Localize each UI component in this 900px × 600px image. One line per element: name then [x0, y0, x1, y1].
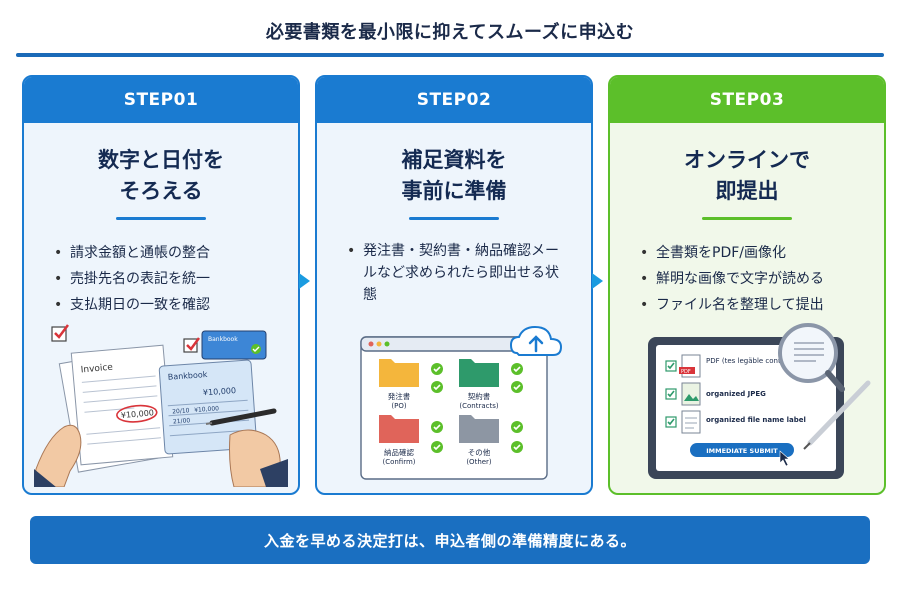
step-title-line: 即提出 — [715, 179, 779, 203]
folders-window-illustration: 発注書 (PO) 契約書 (Contracts) 納品確認 (Confirm) … — [360, 325, 563, 480]
invoice-label: Invoice — [80, 363, 113, 376]
step-title-line: そろえる — [119, 179, 203, 203]
step-bullets: 全書類をPDF/画像化 鮮明な画像で文字が読める ファイル名を整理して提出 — [640, 240, 884, 318]
stylus-icon — [803, 380, 871, 450]
footer-banner: 入金を早める決定打は、申込者側の準備精度にある。 — [30, 516, 870, 564]
pen-icon — [205, 408, 277, 426]
check-box-icon — [665, 416, 677, 428]
folder-icon — [459, 359, 499, 387]
step-card-1: STEP01 数字と日付を そろえる 請求金額と通帳の整合 売掛先名の表記を統一… — [22, 75, 300, 495]
step-title-line: 事前に準備 — [401, 179, 507, 203]
folder-label-en: (PO) — [391, 402, 406, 410]
bullet-item: 鮮明な画像で文字が読める — [640, 266, 884, 292]
bullet-item: 請求金額と通帳の整合 — [54, 240, 298, 266]
title-divider — [16, 53, 884, 57]
folder-icon — [379, 359, 419, 387]
step-title-line: 補足資料を — [401, 148, 507, 172]
tablet-submit-illustration: PDF PDF (tes legäble contentc) organized… — [648, 323, 871, 479]
folder-icon — [379, 415, 419, 443]
checkbox-icon — [51, 324, 69, 342]
bankbook-date: 20/10 — [172, 407, 190, 415]
hand-icon — [229, 429, 288, 487]
check-circle-icon — [511, 381, 523, 393]
folder-label: 契約書 — [468, 391, 491, 401]
arrow-right-icon — [592, 273, 603, 289]
check-circle-icon — [511, 441, 523, 453]
check-box-icon — [665, 360, 677, 372]
step-title-rule — [702, 217, 792, 220]
card-label: Bankbook — [208, 336, 238, 343]
step-title-rule — [409, 217, 499, 220]
step-label: STEP02 — [317, 77, 591, 123]
bankbook-amount: ¥10,000 — [203, 386, 237, 397]
hand-icon — [34, 424, 82, 487]
file-item-label: organized JPEG — [706, 390, 766, 398]
cursor-icon — [779, 450, 790, 467]
arrow-right-icon — [299, 273, 310, 289]
check-box-icon — [665, 388, 677, 400]
invoice-bankbook-illustration: Invoice ¥10,000 Bankbook ¥10,000 20/10 2… — [34, 324, 288, 487]
check-circle-icon — [431, 441, 443, 453]
check-circle-icon — [431, 381, 443, 393]
step-label: STEP01 — [24, 77, 298, 123]
cloud-upload-icon — [509, 325, 563, 356]
step-card-2: STEP02 補足資料を 事前に準備 発注書・契約書・納品確認メールなど求められ… — [315, 75, 593, 495]
checkbox-icon — [183, 337, 201, 353]
step-bullets: 発注書・契約書・納品確認メールなど求められたら即出せる状態 — [347, 240, 563, 306]
folder-label-en: (Confirm) — [382, 458, 415, 466]
folder-label: 納品確認 — [384, 447, 414, 457]
pdf-file-icon: PDF — [679, 354, 701, 378]
step-bullets: 請求金額と通帳の整合 売掛先名の表記を統一 支払期日の一致を確認 — [54, 240, 298, 318]
step-card-3: STEP03 オンラインで 即提出 全書類をPDF/画像化 鮮明な画像で文字が読… — [608, 75, 886, 495]
bankbook-document: Bankbook ¥10,000 20/10 21/00 ¥10,000 — [158, 359, 258, 455]
bullet-item: 支払期日の一致を確認 — [54, 292, 298, 318]
folder-label: その他 — [468, 447, 491, 457]
check-circle-icon — [431, 421, 443, 433]
check-circle-icon — [511, 421, 523, 433]
image-file-icon — [681, 382, 701, 406]
check-circle-icon — [511, 363, 523, 375]
folder-label-en: (Other) — [466, 458, 492, 466]
bullet-item: 全書類をPDF/画像化 — [640, 240, 884, 266]
bankbook-row-amount: ¥10,000 — [194, 405, 219, 414]
pdf-badge: PDF — [681, 369, 691, 375]
file-item-label: organized file name label — [706, 416, 806, 424]
document-file-icon — [681, 410, 701, 434]
check-circle-icon — [431, 363, 443, 375]
step-title-line: オンラインで — [684, 148, 810, 172]
step-title: 補足資料を 事前に準備 — [317, 145, 591, 207]
submit-label: IMMEDIATE SUBMIT — [706, 447, 778, 455]
invoice-amount: ¥10,000 — [121, 408, 155, 420]
bankbook-date: 21/00 — [173, 417, 191, 425]
folder-label-en: (Contracts) — [459, 402, 498, 410]
immediate-submit-button[interactable] — [690, 443, 794, 457]
step-title: 数字と日付を そろえる — [24, 145, 298, 207]
bankbook-card: Bankbook — [201, 330, 267, 360]
folder-label: 発注書 — [388, 391, 411, 401]
file-item-label: PDF (tes legäble contentc) — [706, 357, 799, 365]
bullet-item: 発注書・契約書・納品確認メールなど求められたら即出せる状態 — [347, 240, 563, 306]
bullet-item: ファイル名を整理して提出 — [640, 292, 884, 318]
folder-icon — [459, 415, 499, 443]
step-title-rule — [116, 217, 206, 220]
step-title: オンラインで 即提出 — [610, 145, 884, 207]
step-title-line: 数字と日付を — [98, 148, 224, 172]
step-label: STEP03 — [610, 77, 884, 123]
page-title: 必要書類を最小限に抑えてスムーズに申込む — [265, 22, 635, 43]
magnifier-icon — [778, 323, 845, 392]
bullet-item: 売掛先名の表記を統一 — [54, 266, 298, 292]
bankbook-label: Bankbook — [168, 370, 208, 382]
